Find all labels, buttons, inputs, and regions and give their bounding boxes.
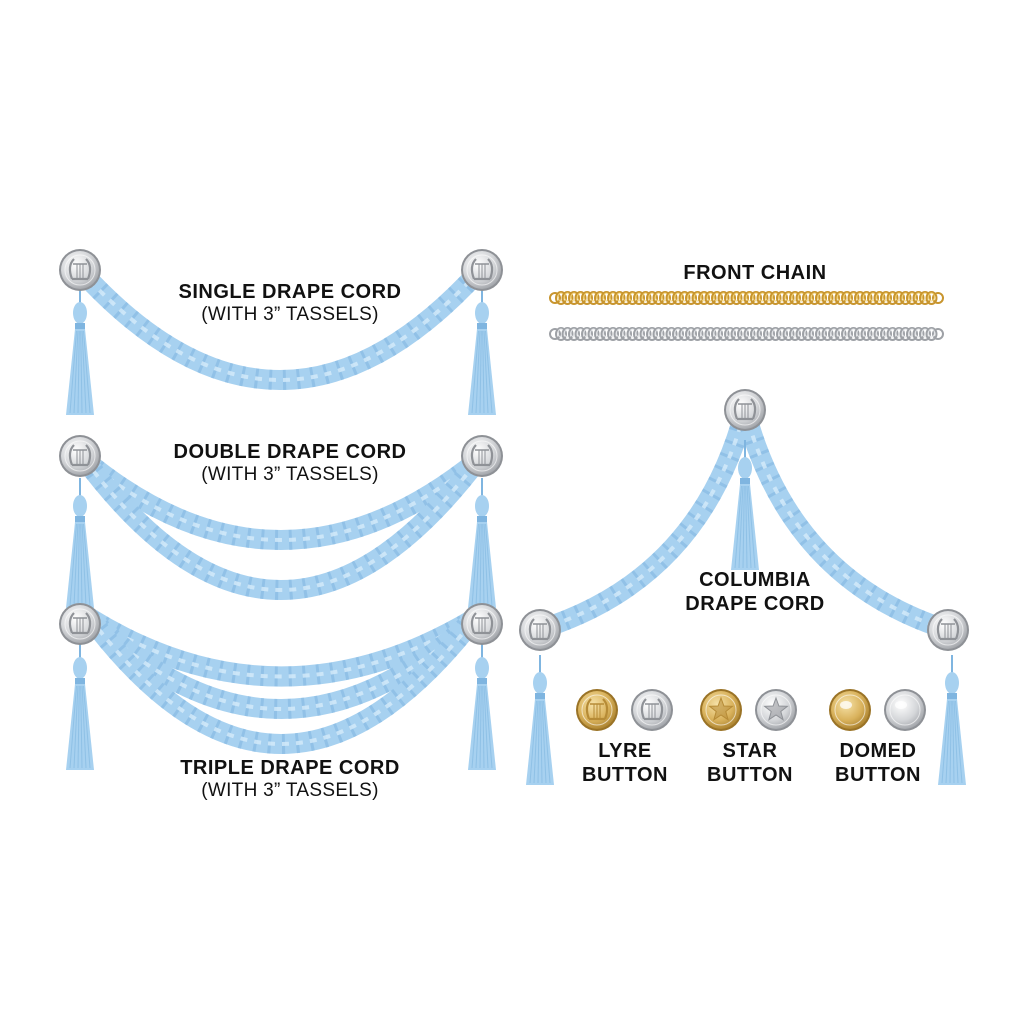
domed-button-gold [829,689,871,731]
front-chain-title: FRONT CHAIN [683,262,827,284]
star-button-line-1: STAR [722,740,778,762]
left-tassel [66,640,94,770]
button-samples [576,689,926,731]
triple-drape-cord-label: TRIPLE DRAPE CORD (WITH 3” TASSELS) [160,756,420,803]
lyre-button-silver [631,689,673,731]
single-drape-cord-label: SINGLE DRAPE CORD (WITH 3” TASSELS) [160,280,420,327]
center-tassel [731,440,759,570]
star-button-silver [755,689,797,731]
columbia-drape-cord [519,389,969,785]
right-tassel [938,655,966,785]
left-lyre-button [59,603,101,645]
left-lyre-button [59,435,101,477]
right-tassel [468,640,496,770]
right-lyre-button [461,603,503,645]
left-lyre-button [519,609,561,651]
top-lyre-button [724,389,766,431]
triple-drape-cord [59,603,503,770]
front-chain-silver [549,327,944,341]
star-button-gold [700,689,742,731]
left-tassel [66,478,94,608]
domed-button-line-1: DOMED [839,740,917,762]
lyre-button-line-1: LYRE [598,740,652,762]
right-tassel [468,285,496,415]
domed-button-label: DOMED BUTTON [818,739,938,787]
single-drape-cord-subtitle: (WITH 3” TASSELS) [201,304,379,325]
triple-drape-cord-title: TRIPLE DRAPE CORD [180,757,400,779]
front-chain-label: FRONT CHAIN [650,261,860,285]
right-tassel [468,478,496,608]
lyre-button-line-2: BUTTON [582,764,668,786]
domed-button-silver [884,689,926,731]
columbia-line-2: DRAPE CORD [685,593,825,615]
star-button-label: STAR BUTTON [690,739,810,787]
triple-drape-cord-subtitle: (WITH 3” TASSELS) [201,780,379,801]
right-lyre-button [927,609,969,651]
double-drape-cord [59,435,503,608]
star-button-line-2: BUTTON [707,764,793,786]
left-lyre-button [59,249,101,291]
lyre-button-gold [576,689,618,731]
right-lyre-button [461,435,503,477]
single-drape-cord [59,249,503,415]
lyre-button-label: LYRE BUTTON [565,739,685,787]
double-drape-cord-label: DOUBLE DRAPE CORD (WITH 3” TASSELS) [155,440,425,487]
domed-button-line-2: BUTTON [835,764,921,786]
left-tassel [66,285,94,415]
single-drape-cord-title: SINGLE DRAPE CORD [178,281,402,303]
columbia-drape-cord-label: COLUMBIA DRAPE CORD [650,568,860,616]
double-drape-cord-title: DOUBLE DRAPE CORD [173,441,407,463]
right-lyre-button [461,249,503,291]
double-drape-cord-subtitle: (WITH 3” TASSELS) [201,464,379,485]
front-chain-gold [549,291,944,305]
columbia-line-1: COLUMBIA [699,569,811,591]
left-tassel [526,655,554,785]
